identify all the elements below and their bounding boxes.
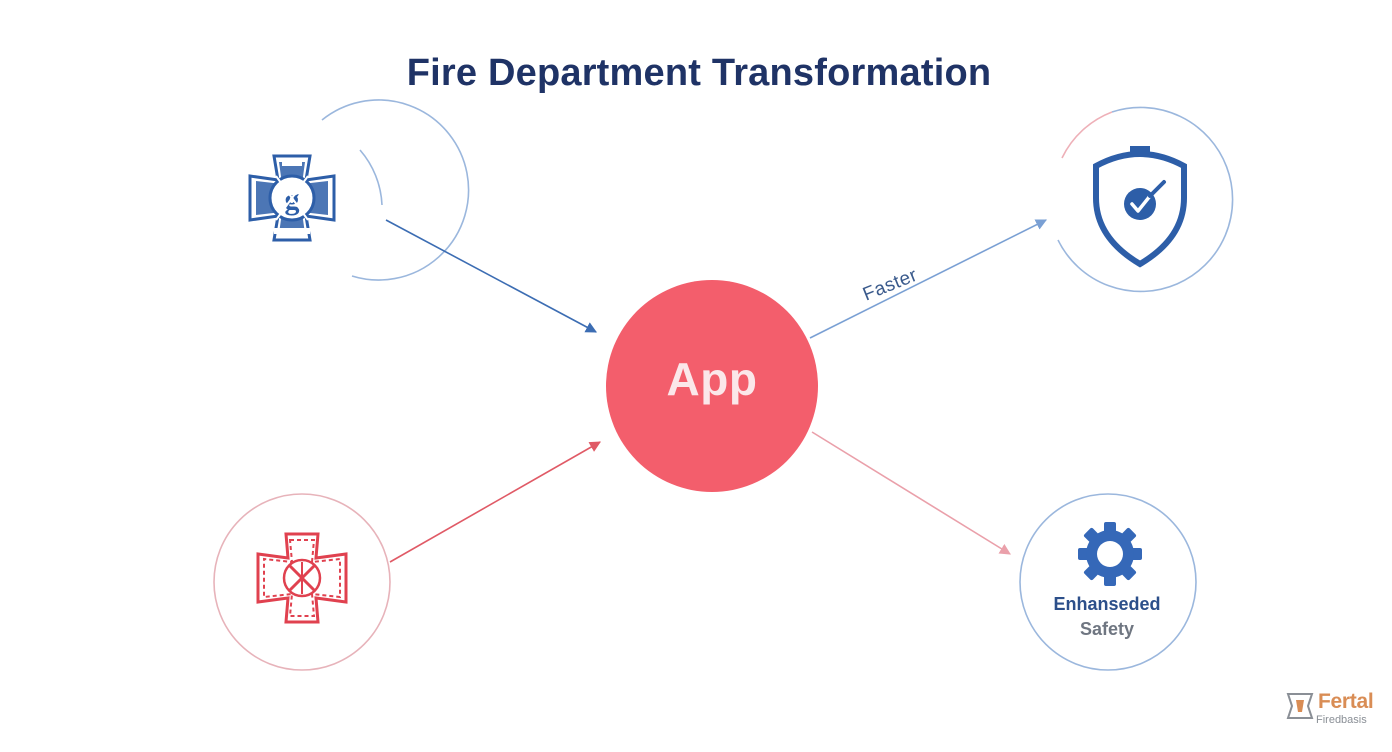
brand-subtitle: Firedbasis <box>1316 714 1367 726</box>
node-ring-gear <box>1019 493 1197 671</box>
node-ring-badge-red <box>213 493 391 671</box>
app-hub-label: App <box>666 353 758 405</box>
edge-badge-blue-to-app <box>385 219 597 333</box>
fire-badge-icon: g <box>248 154 336 242</box>
page-title: Fire Department Transformation <box>406 52 992 94</box>
edge-app-to-shield <box>809 219 1048 339</box>
node-ring-shield <box>1057 106 1234 293</box>
edge-badge-red-to-app <box>389 441 601 563</box>
gear-caption-line1: Enhanseded <box>1053 594 1161 614</box>
app-hub-circle <box>606 280 818 492</box>
brand-name: Fertal <box>1318 690 1374 713</box>
node-ring-badge-blue <box>321 99 470 281</box>
gear-caption-line2: Safety <box>1079 619 1135 639</box>
brand-watermark: Fertal Firedbasis <box>1286 690 1386 730</box>
brand-logo-icon <box>1286 693 1314 719</box>
fire-badge-icon-red <box>256 532 348 624</box>
shield-check-icon <box>1093 146 1187 268</box>
edge-app-to-gear <box>811 431 1011 555</box>
gear-icon <box>1078 522 1142 586</box>
